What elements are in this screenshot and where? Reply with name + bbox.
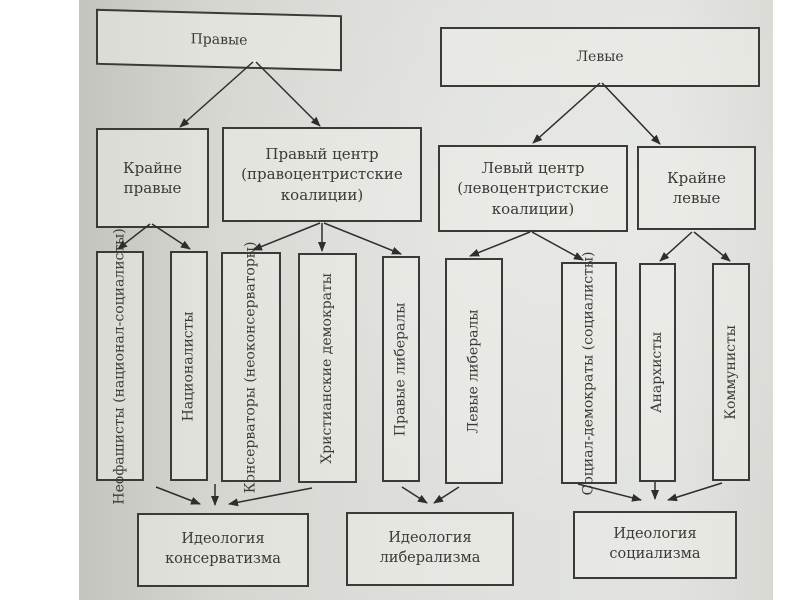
node-left-liberals: Левые либералы (445, 258, 503, 484)
node-left: Левые (440, 27, 760, 87)
node-nationalists: Националисты (170, 251, 208, 481)
node-center-right-label: Правый центр (правоцентристские коалиции… (241, 145, 403, 204)
node-far-left: Крайне левые (637, 146, 756, 230)
node-conservatives: Консерваторы (неоконсерваторы) (221, 241, 281, 493)
node-communists-label: Коммунисты (722, 324, 739, 420)
node-center-right: Правый центр (правоцентристские коалиции… (222, 127, 422, 222)
node-social-democrats: Социал-демократы (социалисты) (561, 251, 617, 495)
node-ideology-conservatism: Идеология консерватизма (137, 513, 309, 587)
node-neofascists-label: Неофашисты (национал-социалисты) (111, 227, 128, 505)
node-christian-democrats-label: Христианские демократы (319, 272, 336, 464)
node-left-label: Левые (576, 48, 624, 65)
node-conservatives-label: Консерваторы (неоконсерваторы) (242, 241, 259, 493)
node-right-liberals-label: Правые либералы (392, 302, 409, 436)
node-far-right-label: Крайне правые (122, 158, 183, 197)
node-social-democrats-label: Социал-демократы (социалисты) (580, 251, 597, 495)
node-right: Правые (96, 8, 342, 72)
node-communists: Коммунисты (712, 263, 750, 481)
node-nationalists-label: Националисты (180, 311, 197, 421)
node-anarchists-label: Анархисты (649, 331, 666, 414)
node-far-left-label: Крайне левые (666, 168, 727, 207)
node-neofascists: Неофашисты (национал-социалисты) (96, 228, 144, 504)
node-ideology-liberalism-label: Идеология либерализма (379, 530, 481, 566)
node-ideology-conservatism-label: Идеология консерватизма (165, 531, 281, 567)
node-right-label: Правые (190, 30, 248, 49)
node-center-left: Левый центр (левоцентристские коалиции) (438, 145, 628, 232)
node-center-left-label: Левый центр (левоцентристские коалиции) (457, 159, 609, 218)
node-ideology-liberalism: Идеология либерализма (346, 512, 514, 586)
node-left-liberals-label: Левые либералы (465, 308, 482, 433)
node-christian-democrats: Христианские демократы (298, 253, 357, 483)
node-ideology-socialism-label: Идеология социализма (609, 526, 701, 562)
node-anarchists: Анархисты (639, 263, 676, 482)
node-right-liberals: Правые либералы (382, 256, 420, 482)
node-ideology-socialism: Идеология социализма (573, 511, 737, 579)
node-far-right: Крайне правые (96, 128, 209, 228)
